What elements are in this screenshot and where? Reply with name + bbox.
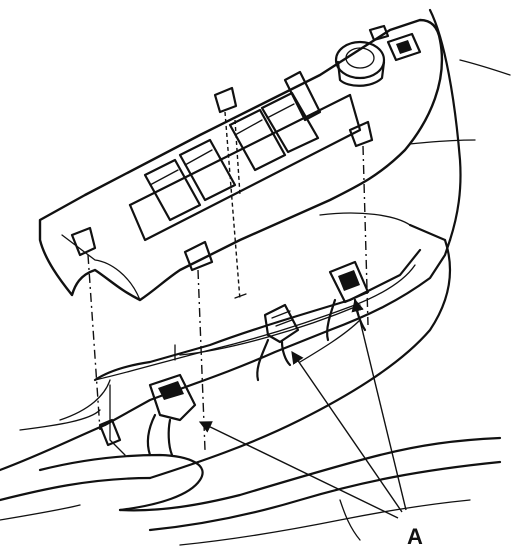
panel-clip-right: [348, 120, 374, 148]
connector-left: [146, 373, 197, 457]
window-rocker-switch-rear-left: [143, 158, 202, 222]
window-lock-button: [283, 70, 322, 122]
connector-callout-label: A: [407, 524, 423, 549]
panel-clip-center: [183, 240, 214, 272]
callout-leaders: [198, 298, 407, 519]
connector-center: [256, 303, 300, 382]
door-armrest-body: [0, 223, 452, 502]
panel-clip-left: [70, 226, 97, 257]
switch-recess: [93, 248, 422, 456]
mirror-selector-switch: [368, 24, 422, 62]
window-rocker-switch-front-left: [178, 138, 237, 202]
window-rocker-switch-front-right: [260, 91, 320, 154]
door-pocket: [0, 436, 502, 546]
panel-clip-top: [213, 86, 238, 114]
window-rocker-switch-rear-right: [228, 108, 287, 172]
master-switch-panel: [38, 18, 444, 361]
armrest-mounting-holes: [98, 293, 247, 447]
alignment-guides: [87, 111, 369, 451]
mirror-control-knob: [334, 40, 386, 87]
